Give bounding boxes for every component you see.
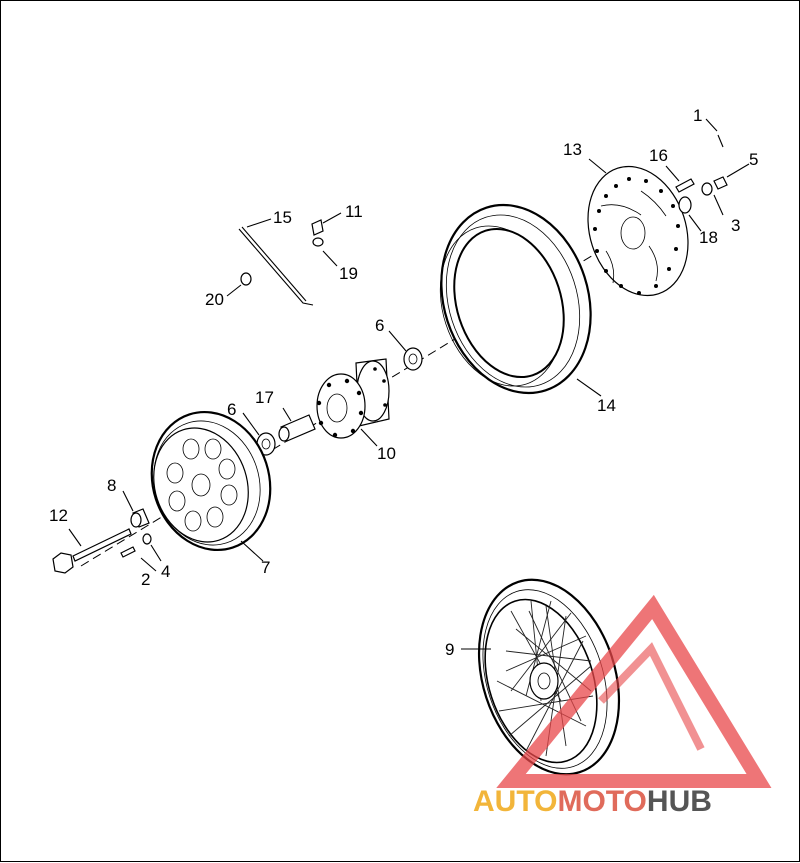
leader-lines xyxy=(68,118,750,650)
callout-16: 16 xyxy=(649,146,668,165)
washer xyxy=(142,533,152,545)
bearing-upper xyxy=(403,347,423,371)
valve-stem xyxy=(311,219,324,247)
callout-6-upper: 6 xyxy=(375,316,384,335)
spoke-rod xyxy=(238,226,314,306)
callout-10: 10 xyxy=(377,444,396,463)
callout-9: 9 xyxy=(445,640,454,659)
callout-8: 8 xyxy=(107,476,116,495)
pulley-spacer xyxy=(130,508,150,528)
watermark-hub: HUB xyxy=(647,785,712,818)
callout-1: 1 xyxy=(693,106,702,125)
callout-5: 5 xyxy=(749,150,758,169)
callout-18: 18 xyxy=(699,228,718,247)
axle-bolt xyxy=(52,528,132,574)
callout-19: 19 xyxy=(339,264,358,283)
brake-rotor xyxy=(587,165,689,297)
watermark-logo xyxy=(496,594,772,788)
callout-11: 11 xyxy=(345,202,363,221)
watermark-text: AUTOMOTOHUB xyxy=(473,785,712,818)
callout-4: 4 xyxy=(161,562,170,581)
callout-2: 2 xyxy=(141,570,150,589)
watermark-auto: AUTO xyxy=(473,785,557,818)
callout-20: 20 xyxy=(205,290,224,309)
rotor-hardware xyxy=(675,134,728,214)
wheel-rim xyxy=(439,203,592,395)
axle-spacer xyxy=(278,414,316,442)
callout-7: 7 xyxy=(261,558,270,577)
callout-3: 3 xyxy=(731,216,740,235)
callout-6-lower: 6 xyxy=(227,400,236,419)
assembled-wheel xyxy=(477,578,621,776)
drive-pulley xyxy=(150,410,272,552)
callout-12: 12 xyxy=(49,506,68,525)
wheel-hub xyxy=(316,358,390,439)
small-bolt xyxy=(120,546,136,558)
callout-17: 17 xyxy=(255,388,274,407)
callout-14: 14 xyxy=(597,396,616,415)
watermark-moto: MOTO xyxy=(557,785,646,818)
spoke-nipple xyxy=(240,272,252,286)
callout-15: 15 xyxy=(273,208,292,227)
callout-13: 13 xyxy=(563,140,582,159)
